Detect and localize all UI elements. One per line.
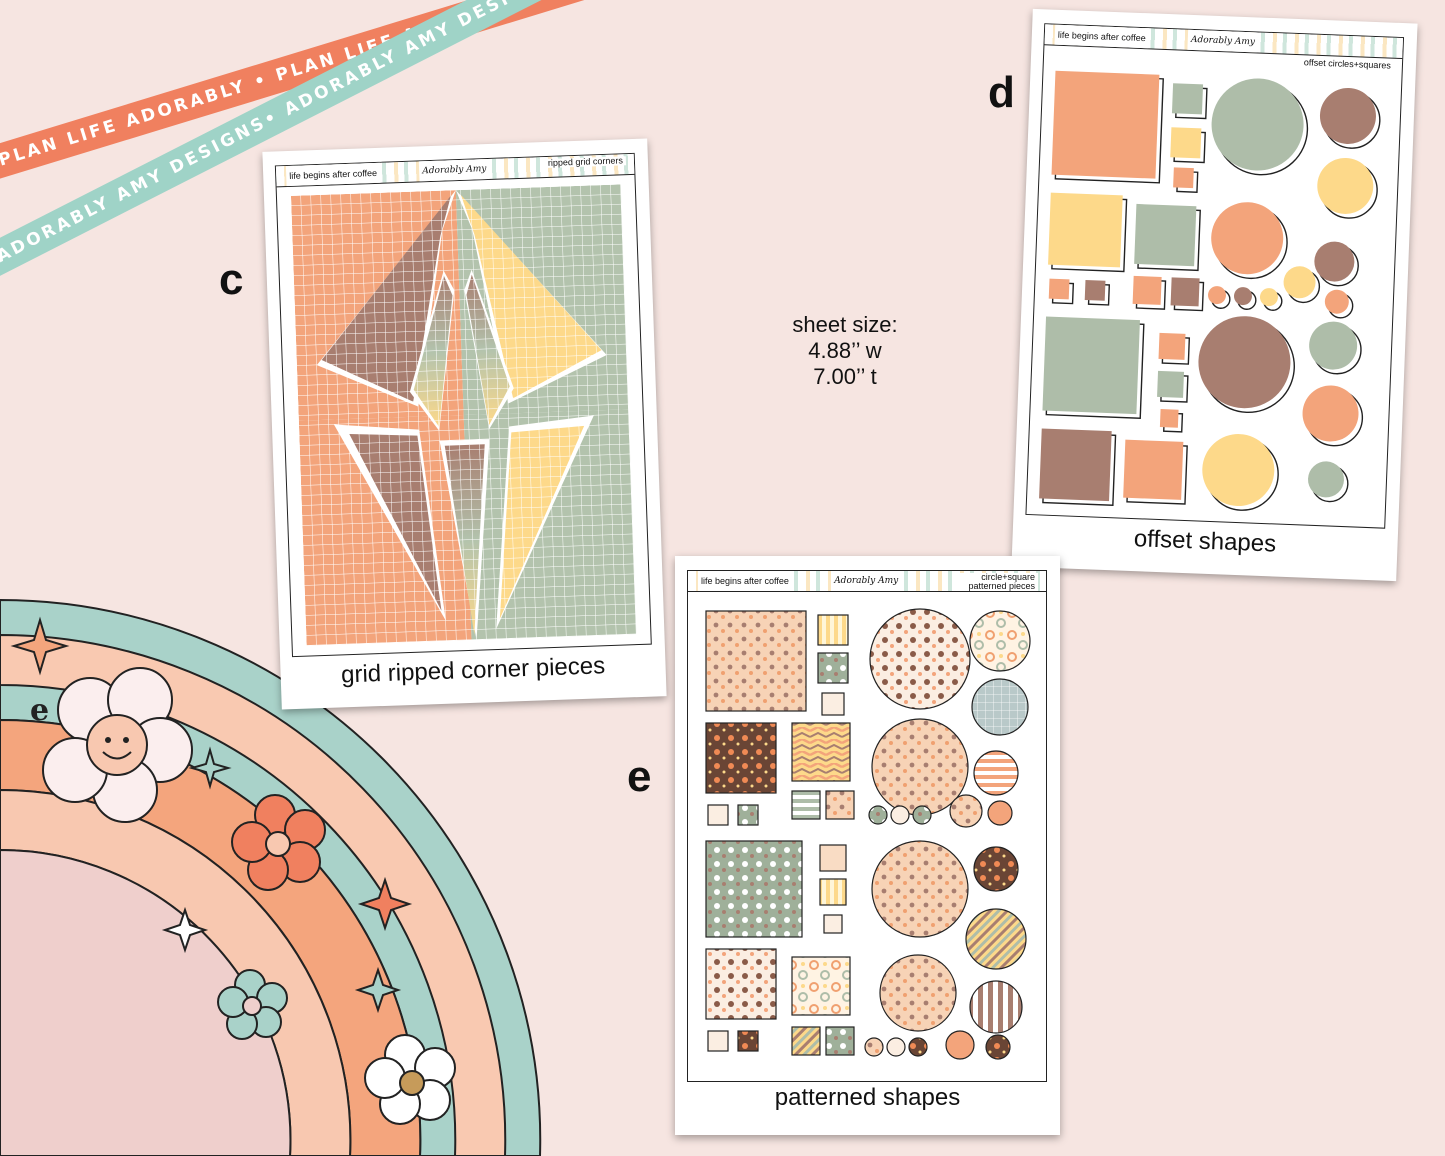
sparkle-icon: [10, 616, 70, 676]
sheet-e-brand-logo: Adorably Amy: [831, 571, 902, 591]
star-white-icon: [161, 906, 209, 954]
sheet-e-letter: e: [627, 752, 652, 801]
orange-flower-icon: [231, 794, 326, 891]
patterned-shapes-artwork: [705, 608, 1031, 1060]
sheet-d-header-right: offset circles+squares: [1300, 56, 1395, 72]
sheet-c-letter: c: [219, 255, 244, 304]
sheet-d-offset-shapes: life begins after coffee Adorably Amy of…: [1011, 8, 1418, 582]
sheet-size-width: 4.88’’ w: [808, 338, 882, 363]
sheet-d-header: life begins after coffee Adorably Amy of…: [1044, 24, 1404, 72]
sheet-d-header-left: life begins after coffee: [1054, 24, 1150, 49]
sheet-d-letter: d: [988, 68, 1015, 117]
star-orange-icon: [357, 876, 413, 932]
sheet-e-header-right: circle+square patterned pieces: [960, 573, 1038, 591]
sheet-d-brand-logo: Adorably Amy: [1187, 29, 1259, 53]
sheet-c-grid-ripped-corners: life begins after coffee Adorably Amy ri…: [262, 138, 667, 710]
sheet-c-brand-logo: Adorably Amy: [418, 158, 490, 182]
offset-shapes-artwork: [1039, 70, 1381, 511]
star-teal-icon: [354, 966, 402, 1014]
ripped-grid-artwork: [290, 184, 637, 646]
sheet-e-header: life begins after coffee Adorably Amy ci…: [688, 571, 1046, 592]
sheet-size-label: sheet size:: [792, 312, 898, 337]
rainbow-illustration: e: [0, 598, 542, 1156]
sheet-e-header-left: life begins after coffee: [698, 571, 792, 591]
sheet-size-height: 7.00’’ t: [813, 364, 877, 389]
svg-text:e: e: [30, 693, 49, 728]
white-flower-icon: [364, 1034, 456, 1125]
sheet-size-info: sheet size: 4.88’’ w 7.00’’ t: [770, 312, 920, 390]
sheet-c-header: life begins after coffee Adorably Amy ri…: [275, 153, 635, 188]
sheet-c-header-right: ripped grid corners: [544, 155, 627, 169]
sheet-c-caption: grid ripped corner pieces: [340, 652, 606, 689]
sheet-e-patterned-shapes: life begins after coffee Adorably Amy ci…: [675, 556, 1060, 1135]
smiley-flower-icon: [42, 667, 193, 823]
sheet-e-caption: patterned shapes: [774, 1084, 961, 1111]
sheet-c-header-left: life begins after coffee: [285, 162, 381, 187]
sparkle-teal-icon: [188, 746, 232, 790]
sage-flower-icon: [217, 969, 288, 1040]
